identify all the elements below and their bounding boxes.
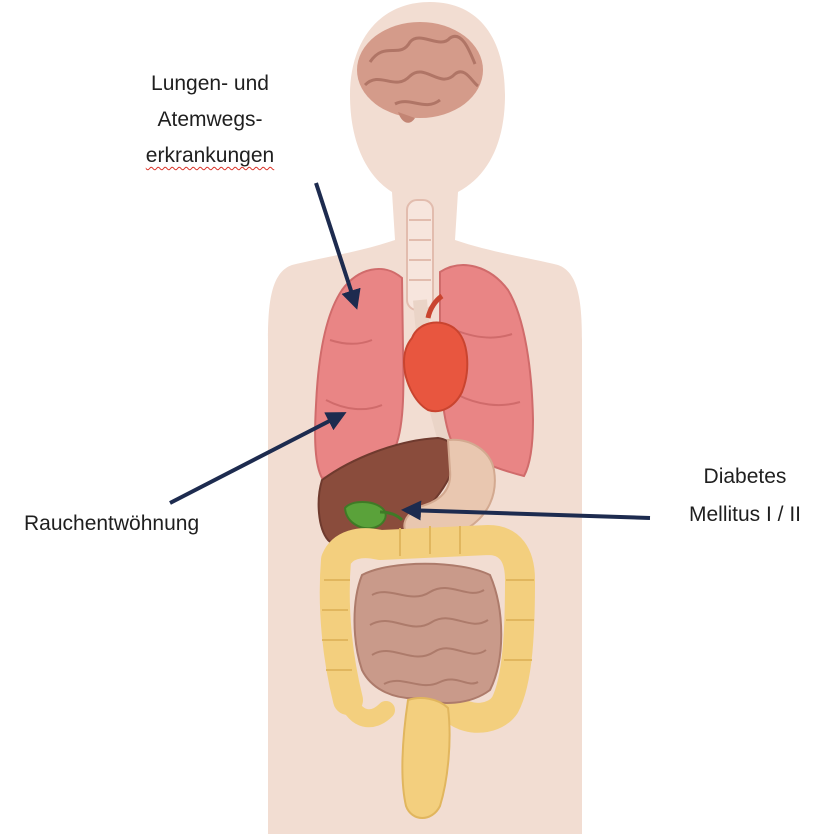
diabetes-label-line-1: Diabetes: [655, 458, 835, 496]
spellcheck-word: erkrankungen: [146, 144, 274, 167]
lungs-disease-label: Lungen- und Atemwegs- erkrankungen: [90, 66, 330, 174]
lungs-label-line-1: Lungen- und: [90, 66, 330, 102]
small-intestine-icon: [355, 564, 502, 703]
trachea-icon: [407, 200, 433, 310]
diabetes-label: Diabetes Mellitus I / II: [655, 458, 835, 534]
diabetes-label-line-2: Mellitus I / II: [655, 496, 835, 534]
lungs-label-line-3: erkrankungen: [90, 138, 330, 174]
lungs-label-line-2: Atemwegs-: [90, 102, 330, 138]
rectum-icon: [402, 698, 449, 818]
smoking-cessation-label: Rauchentwöhnung: [24, 506, 199, 542]
